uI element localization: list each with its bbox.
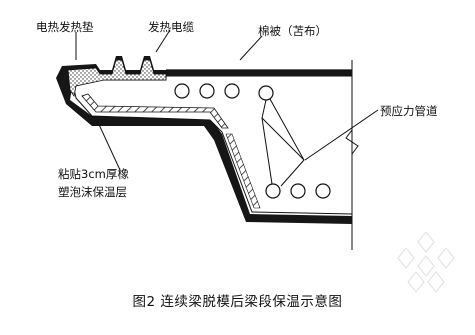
label-prestress-duct: 预应力管道	[380, 104, 438, 118]
duct-row-bottom	[265, 183, 331, 199]
label-heating-cable: 发热电缆	[148, 20, 194, 34]
heating-pad-layer	[67, 59, 167, 98]
leader-lines	[75, 29, 263, 171]
duct-circle	[174, 83, 190, 99]
label-foam-line1: 粘贴3cm厚橡	[58, 167, 129, 181]
watermark-logo	[397, 231, 455, 293]
duct-circle	[265, 183, 281, 199]
break-line	[345, 60, 359, 250]
duct-circle	[199, 83, 215, 99]
duct-circle	[258, 85, 274, 101]
tendon-lines	[261, 98, 379, 187]
duct-circle	[290, 183, 306, 199]
label-cotton-quilt: 棉被（苫布）	[258, 24, 327, 38]
label-heating-pad: 电热发热垫	[36, 20, 94, 34]
duct-circle	[315, 183, 331, 199]
web-hatch-layer	[225, 133, 261, 209]
duct-circle	[224, 83, 240, 99]
flange-hatch-layer	[81, 93, 229, 129]
label-foam-line2: 塑泡沫保温层	[58, 185, 127, 199]
figure-caption: 图2 连续梁脱模后梁段保温示意图	[132, 294, 343, 310]
